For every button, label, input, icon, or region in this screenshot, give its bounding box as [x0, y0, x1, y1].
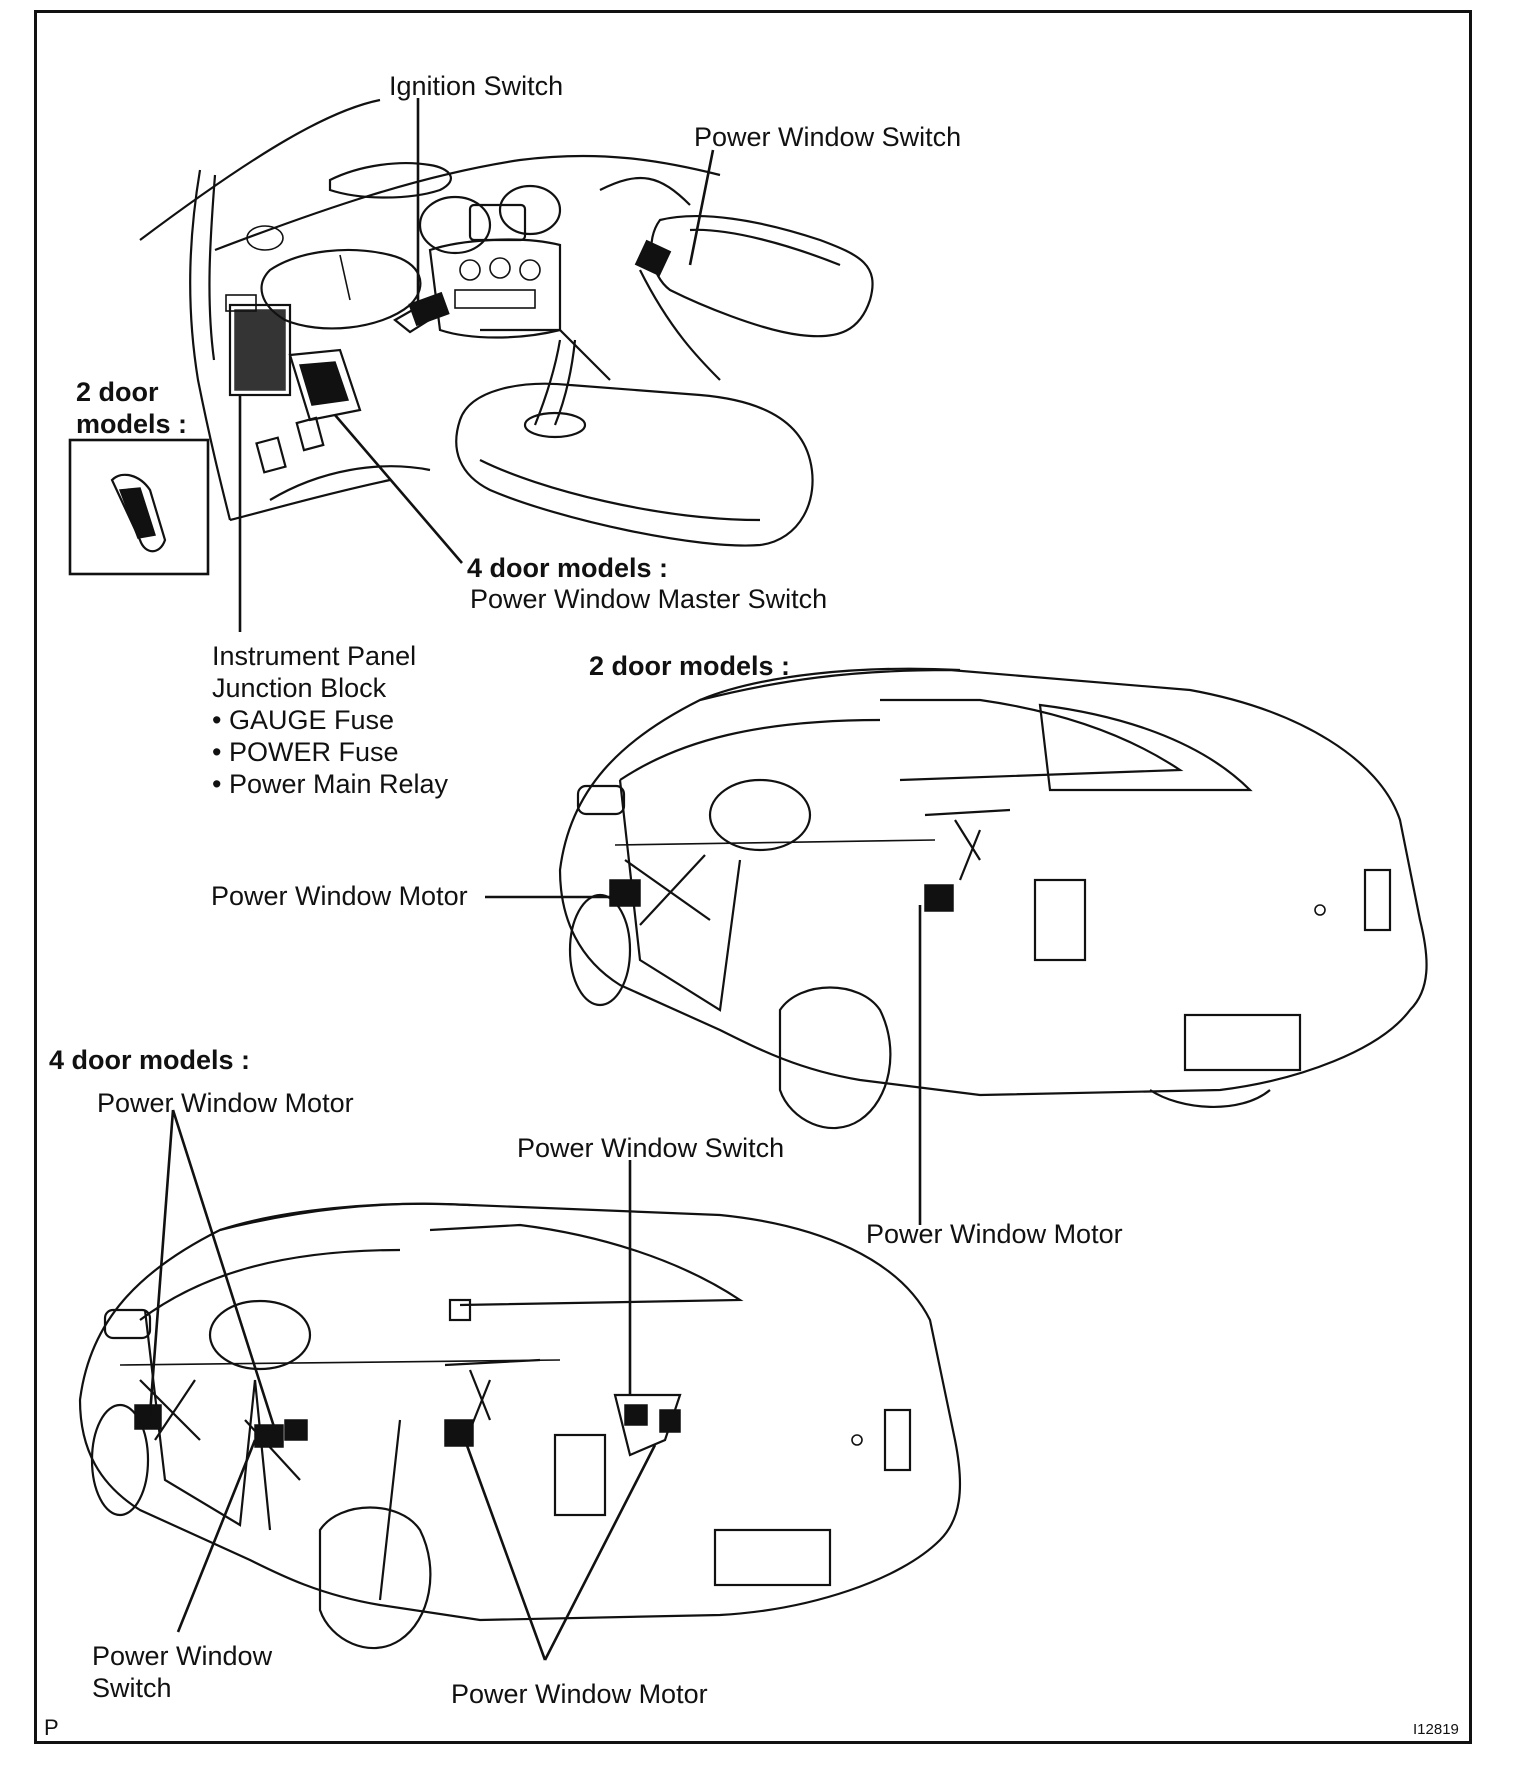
label-two-door-top-1: 2 door [76, 377, 159, 407]
label-pw-motor-bottom: Power Window Motor [451, 1679, 708, 1709]
leader-master-switch [334, 414, 463, 564]
label-pw-switch-bottom-left-2: Switch [92, 1673, 172, 1703]
label-pw-motor-mid-left: Power Window Motor [211, 881, 468, 911]
label-two-door-mid: 2 door models : [589, 651, 791, 681]
fuse-item-gauge: GAUGE Fuse [212, 704, 448, 736]
corner-letter: P [44, 1715, 59, 1740]
label-pw-switch-bottom-left-1: Power Window [92, 1641, 273, 1671]
label-pw-switch-bottom: Power Window Switch [517, 1133, 785, 1163]
leader-pw-switch-bottom-left [176, 1439, 257, 1633]
dashboard-illustration [139, 98, 874, 547]
fuse-list: GAUGE Fuse POWER Fuse Power Main Relay [212, 704, 448, 800]
two-door-switch-inset [68, 438, 210, 576]
label-four-door-bottom: 4 door models : [49, 1045, 251, 1075]
label-pw-master-switch: Power Window Master Switch [470, 584, 828, 614]
fuse-item-relay: Power Main Relay [212, 768, 448, 800]
fuse-item-power: POWER Fuse [212, 736, 448, 768]
label-instrument-panel-2: Junction Block [212, 673, 387, 703]
label-instrument-panel: Instrument Panel Junction Block GAUGE Fu… [212, 640, 448, 800]
figure-id: I12819 [1413, 1721, 1459, 1738]
four-door-car-illustration [78, 1202, 962, 1650]
two-door-car-illustration [558, 667, 1428, 1130]
label-four-door-master: 4 door models : [467, 553, 669, 583]
label-two-door-top-2: models : [76, 409, 188, 439]
diagram-frame [34, 10, 1472, 1744]
leader-pw-motor-bottom [463, 1439, 657, 1661]
label-pw-switch-top: Power Window Switch [694, 122, 962, 152]
label-pw-motor-mid-right: Power Window Motor [866, 1219, 1123, 1249]
leader-pw-switch-top [688, 149, 715, 266]
label-ignition-switch: Ignition Switch [389, 71, 564, 101]
label-instrument-panel-1: Instrument Panel [212, 641, 417, 671]
leader-pw-motor-bottom-top [148, 1109, 277, 1431]
label-pw-motor-bottom-top: Power Window Motor [97, 1088, 354, 1118]
